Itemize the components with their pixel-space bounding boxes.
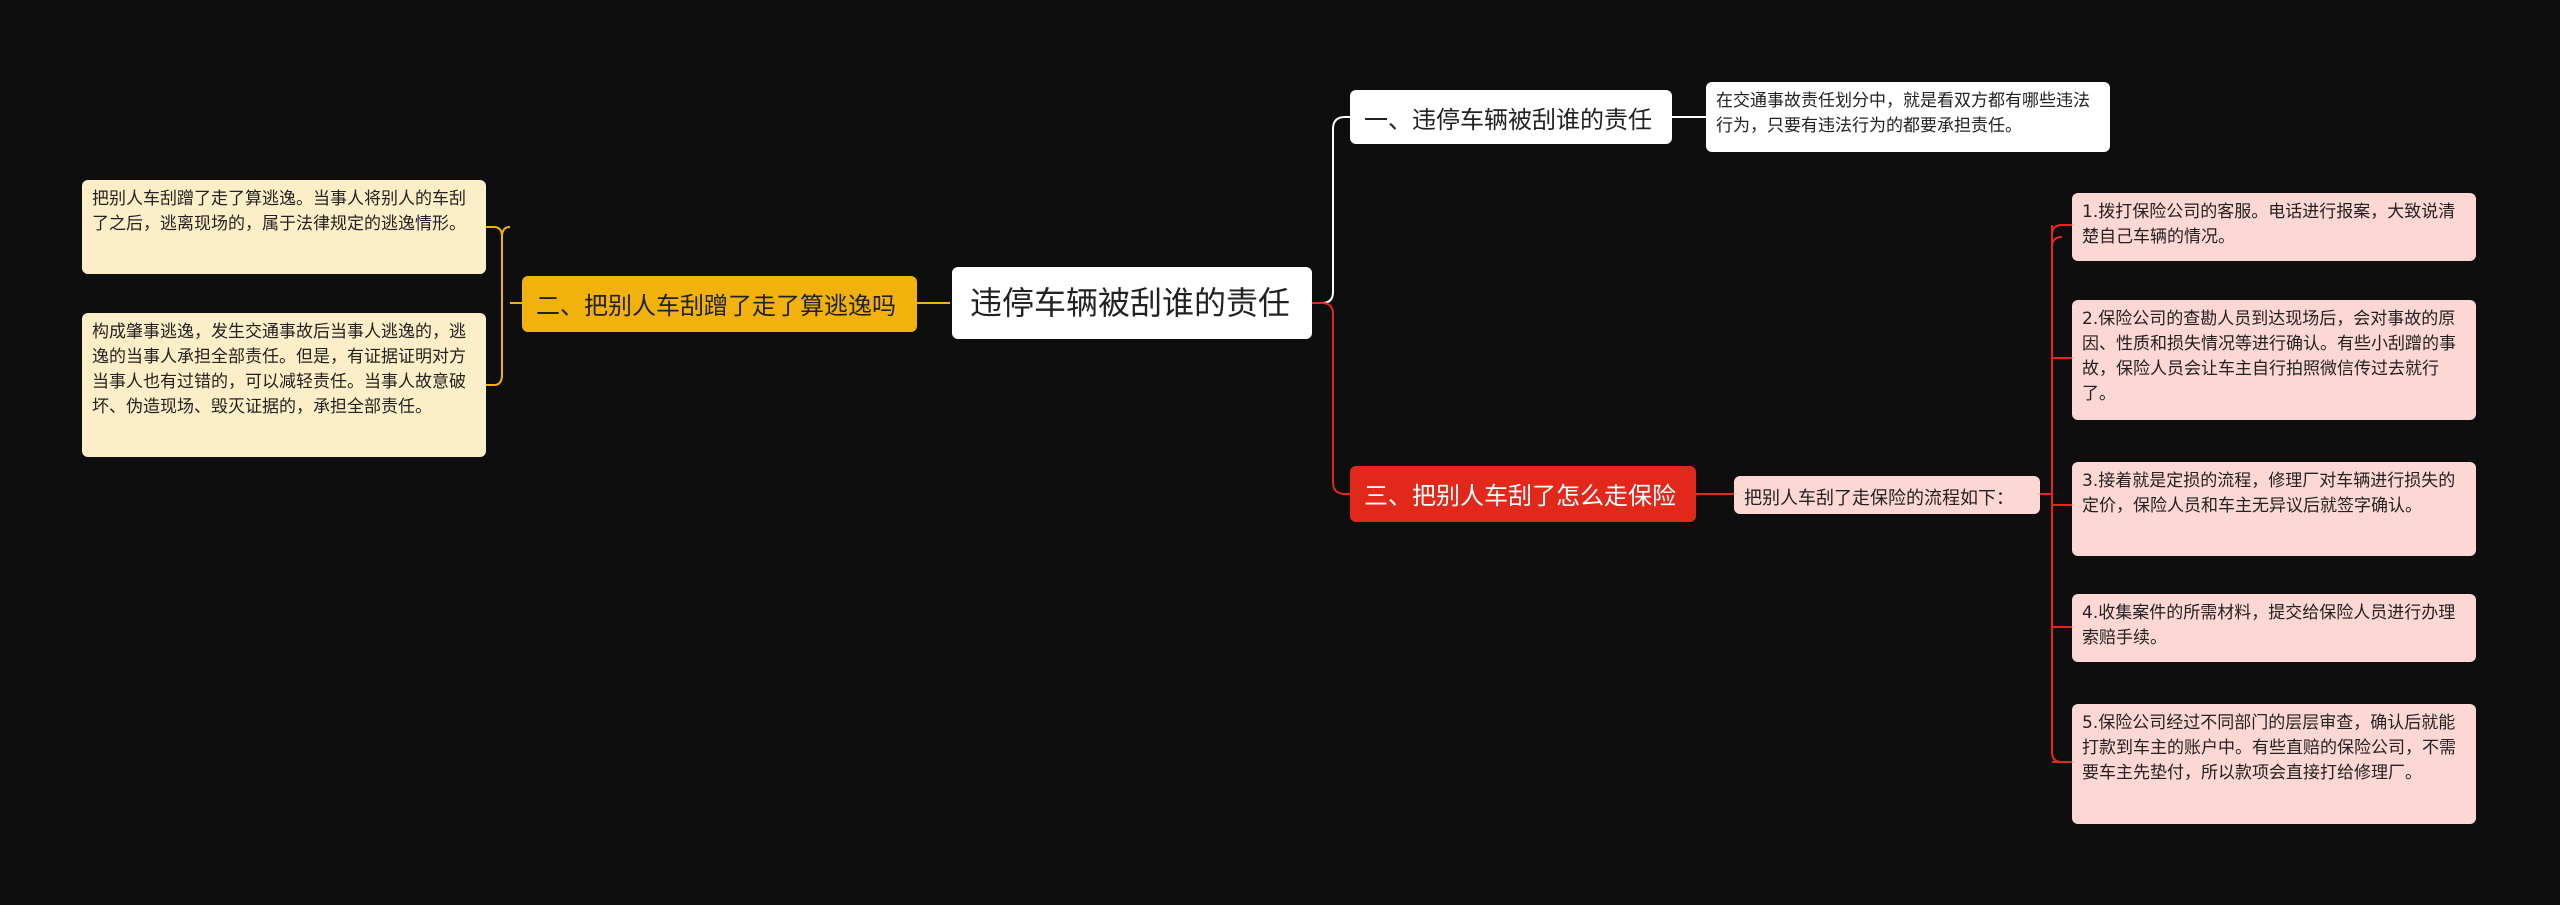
link-branch2-details — [484, 226, 522, 386]
branch-2-detail-1[interactable]: 把别人车刮蹭了走了算逃逸。当事人将别人的车刮了之后，逃离现场的，属于法律规定的逃… — [82, 180, 486, 274]
step-3[interactable]: 3.接着就是定损的流程，修理厂对车辆进行损失的定价，保险人员和车主无异议后就签字… — [2072, 462, 2476, 556]
step-2-text: 2.保险公司的查勘人员到达现场后，会对事故的原因、性质和损失情况等进行确认。有些… — [2082, 309, 2456, 404]
link-center-branch1 — [1312, 116, 1350, 304]
branch-3-intro-text: 把别人车刮了走保险的流程如下： — [1744, 488, 2014, 509]
branch-2-label: 二、把别人车刮蹭了走了算逃逸吗 — [536, 292, 896, 320]
link-step-trunk — [2051, 236, 2063, 763]
branch-3-intro[interactable]: 把别人车刮了走保险的流程如下： — [1734, 476, 2040, 514]
branch-2-topic[interactable]: 二、把别人车刮蹭了走了算逃逸吗 — [522, 276, 917, 332]
link-center-branch3 — [1312, 302, 1350, 495]
branch-2-detail-1-text: 把别人车刮蹭了走了算逃逸。当事人将别人的车刮了之后，逃离现场的，属于法律规定的逃… — [92, 189, 466, 234]
central-topic[interactable]: 违停车辆被刮谁的责任 — [952, 267, 1312, 339]
step-3-text: 3.接着就是定损的流程，修理厂对车辆进行损失的定价，保险人员和车主无异议后就签字… — [2082, 471, 2456, 516]
step-4-text: 4.收集案件的所需材料，提交给保险人员进行办理索赔手续。 — [2082, 603, 2456, 648]
step-5-text: 5.保险公司经过不同部门的层层审查，确认后就能打款到车主的账户中。有些直赔的保险… — [2082, 713, 2456, 783]
branch-1-label: 一、违停车辆被刮谁的责任 — [1364, 106, 1652, 134]
step-1-text: 1.拨打保险公司的客服。电话进行报案，大致说清楚自己车辆的情况。 — [2082, 202, 2456, 247]
branch-1-detail-text: 在交通事故责任划分中，就是看双方都有哪些违法行为，只要有违法行为的都要承担责任。 — [1716, 91, 2090, 136]
branch-2-detail-2[interactable]: 构成肇事逃逸，发生交通事故后当事人逃逸的，逃逸的当事人承担全部责任。但是，有证据… — [82, 313, 486, 457]
step-1[interactable]: 1.拨打保险公司的客服。电话进行报案，大致说清楚自己车辆的情况。 — [2072, 193, 2476, 261]
branch-3-label: 三、把别人车刮了怎么走保险 — [1364, 482, 1676, 510]
branch-1-topic[interactable]: 一、违停车辆被刮谁的责任 — [1350, 90, 1672, 144]
step-2[interactable]: 2.保险公司的查勘人员到达现场后，会对事故的原因、性质和损失情况等进行确认。有些… — [2072, 300, 2476, 420]
link-step1 — [2051, 224, 2072, 247]
step-4[interactable]: 4.收集案件的所需材料，提交给保险人员进行办理索赔手续。 — [2072, 594, 2476, 662]
branch-2-detail-2-text: 构成肇事逃逸，发生交通事故后当事人逃逸的，逃逸的当事人承担全部责任。但是，有证据… — [92, 322, 466, 417]
central-topic-text: 违停车辆被刮谁的责任 — [970, 284, 1291, 322]
step-5[interactable]: 5.保险公司经过不同部门的层层审查，确认后就能打款到车主的账户中。有些直赔的保险… — [2072, 704, 2476, 824]
branch-1-detail[interactable]: 在交通事故责任划分中，就是看双方都有哪些违法行为，只要有违法行为的都要承担责任。 — [1706, 82, 2110, 152]
branch-3-topic[interactable]: 三、把别人车刮了怎么走保险 — [1350, 466, 1696, 522]
